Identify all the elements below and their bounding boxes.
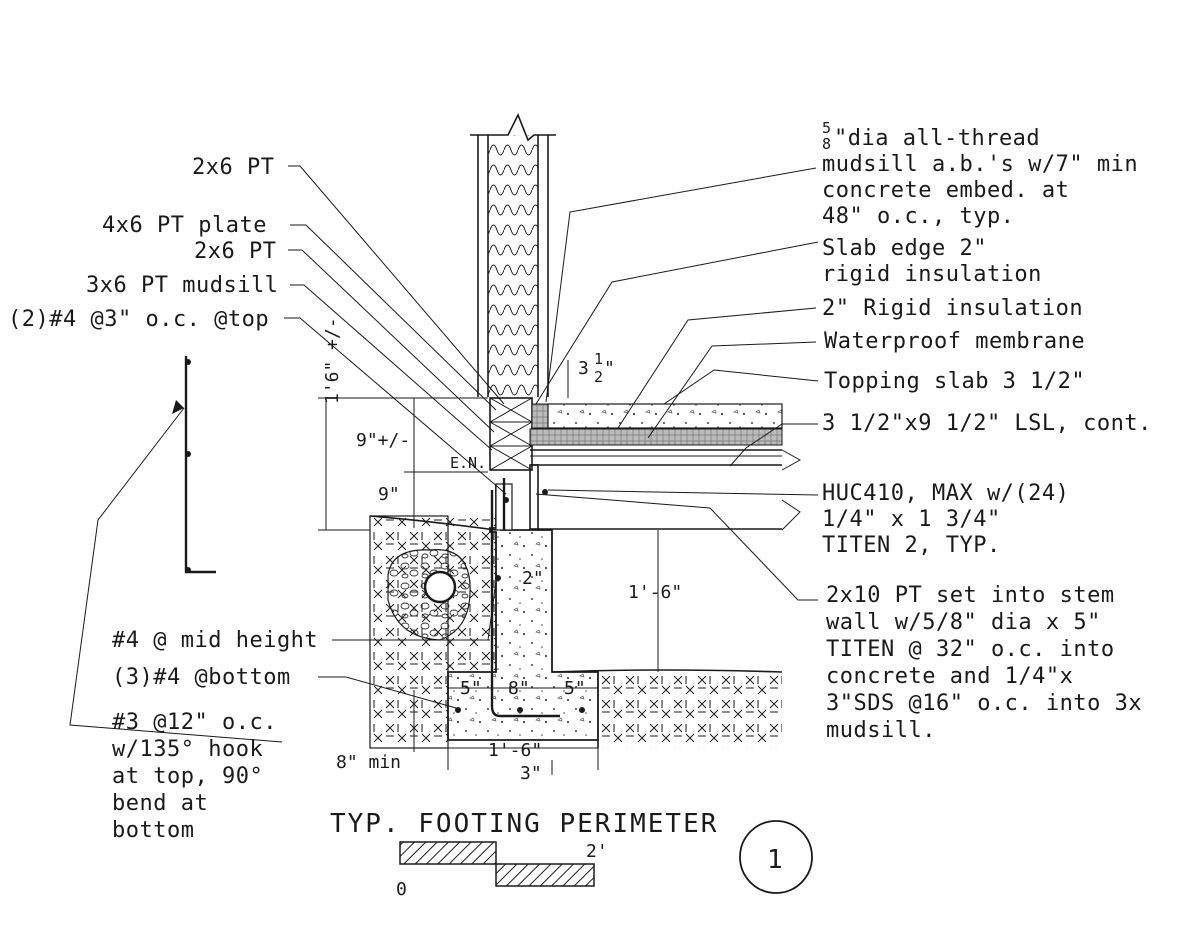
label-lsl: 3 1/2"x9 1/2" LSL, cont. [822, 411, 1152, 436]
label-huc-2: 1/4" x 1 3/4" [822, 507, 1001, 532]
label-slab-edge-1: Slab edge 2" [822, 236, 987, 261]
drain-pipe [387, 549, 471, 641]
dim-1-6-vertical: 1'6" +/- [322, 317, 343, 404]
dim-9: 9" [378, 484, 400, 505]
label-2x10-3: TITEN @ 32" o.c. into [826, 637, 1115, 662]
label-anchor-1: "dia all-thread [834, 126, 1040, 151]
drawing-title: TYP. FOOTING PERIMETER [330, 809, 718, 839]
dim-1-6-bottom: 1'-6" [488, 740, 542, 761]
label-anchor-fraction-top: 5 [822, 119, 831, 137]
stud-wall [470, 113, 556, 397]
leaders-right [535, 167, 819, 601]
label-2x6-pt: 2x6 PT [194, 239, 276, 264]
label-top-rebar: (2)#4 @3" o.c. @top [8, 307, 269, 332]
dim-1-6-right: 1'-6" [628, 582, 682, 603]
label-bottom-rebar: (3)#4 @bottom [112, 665, 291, 690]
label-huc-3: TITEN 2, TYP. [822, 533, 1001, 558]
label-2x10-6: mudsill. [826, 718, 936, 743]
label-topping-slab: Topping slab 3 1/2" [824, 369, 1085, 394]
label-stirrup-4: bend at [112, 791, 208, 816]
dim-5-right: 5" [564, 678, 586, 699]
rebar-bend-detail [184, 356, 216, 574]
dim-2: 2" [522, 568, 544, 589]
dim-3-half-inch: " [604, 358, 615, 379]
scale-bar [399, 841, 595, 887]
label-2x10-4: concrete and 1/4"x [826, 664, 1073, 689]
label-4x6-pt-plate: 4x6 PT plate [102, 213, 267, 238]
label-stirrup-2: w/135° hook [112, 737, 263, 762]
label-2x10-5: 3"SDS @16" o.c. into 3x [826, 691, 1142, 716]
dim-8-min: 8" min [336, 752, 401, 773]
label-stirrup-5: bottom [112, 818, 194, 843]
dim-3: 3" [520, 763, 542, 784]
label-anchor-fraction-bottom: 8 [822, 135, 831, 153]
label-2x10-1: 2x10 PT set into stem [826, 583, 1115, 608]
slab-assembly [529, 403, 802, 531]
label-2x6-pt-top: 2x6 PT [192, 155, 274, 180]
label-3x6-pt-mudsill: 3x6 PT mudsill [86, 273, 278, 298]
dimension-lines [318, 360, 659, 775]
label-slab-edge-2: rigid insulation [822, 262, 1042, 287]
label-huc-1: HUC410, MAX w/(24) [822, 481, 1069, 506]
label-anchor-3: concrete embed. at [822, 178, 1069, 203]
label-stirrup-3: at top, 90° [112, 764, 263, 789]
dim-9-plus-minus: 9"+/- [356, 430, 410, 451]
label-anchor-2: mudsill a.b.'s w/7" min [822, 152, 1138, 177]
detail-number-circle [739, 820, 813, 894]
label-anchor-4: 48" o.c., typ. [822, 204, 1014, 229]
soil [369, 515, 783, 749]
label-stirrup-1: #3 @12" o.c. [112, 710, 277, 735]
label-2x10-2: wall w/5/8" dia x 5" [826, 610, 1101, 635]
label-rigid-insulation: 2" Rigid insulation [822, 296, 1083, 321]
detail-number: 1 [767, 845, 785, 875]
dim-3-half-whole: 3 [578, 358, 589, 379]
label-waterproof-membrane: Waterproof membrane [824, 329, 1085, 354]
scale-bar-end: 2' [586, 841, 608, 862]
dim-3-half-den: 2 [594, 368, 603, 386]
dim-8: 8" [508, 678, 530, 699]
dim-en: E.N. [450, 454, 486, 472]
dim-3-half-num: 1 [594, 350, 603, 368]
leaders-left [69, 165, 507, 743]
dim-5-left: 5" [460, 678, 482, 699]
scale-bar-start: 0 [396, 879, 407, 900]
label-mid-rebar: #4 @ mid height [112, 628, 318, 653]
